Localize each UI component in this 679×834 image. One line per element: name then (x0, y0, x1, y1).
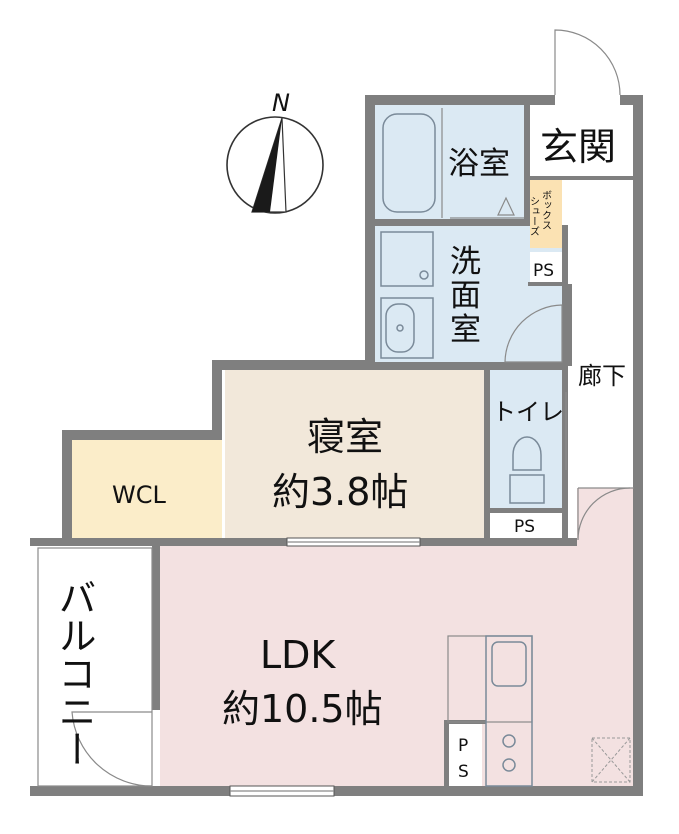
bedroom-size: 約3.8帖 (272, 470, 408, 514)
wall-ps-top-bottom (528, 282, 568, 286)
balcony-label: バルコニー (52, 578, 96, 768)
hallway-label: 廊下 (578, 362, 626, 390)
washroom-floor (375, 225, 565, 365)
wall-bottom-right (334, 786, 643, 796)
washroom-label-1: 洗 (450, 244, 481, 280)
bedroom-name: 寝室 (307, 415, 383, 459)
entrance-door (554, 29, 621, 96)
vanity-drain (396, 324, 404, 332)
washer-pan (380, 231, 434, 287)
vanity-basin (385, 303, 415, 353)
bath-door-mark (497, 196, 515, 216)
wcl-label: WCL (112, 481, 166, 509)
stove-burner-1 (502, 734, 516, 748)
window-bedroom (286, 537, 421, 547)
wall-bedroom-left (212, 360, 222, 440)
ps-top-floor (530, 252, 562, 284)
kitchen-sink (491, 641, 527, 687)
wall-top-right (620, 95, 643, 105)
ps-kitchen-label-2: S (458, 762, 469, 782)
wall-bottom (30, 786, 230, 796)
toilet-label: トイレ (492, 398, 564, 426)
washer-drain (419, 270, 429, 280)
toilet-bowl (512, 436, 542, 471)
wall-toilet-left (484, 368, 490, 538)
ps-top-label: PS (533, 261, 554, 281)
washroom-door (504, 304, 563, 363)
stove-burner-2 (502, 758, 516, 772)
ps-kitchen-label-1: P (458, 736, 468, 756)
compass: N (226, 89, 324, 214)
compass-needle-south (252, 118, 282, 212)
wall-bath-bottom (375, 219, 530, 226)
toilet-tank (509, 474, 545, 504)
compass-north-label: N (272, 89, 290, 117)
balcony-door (71, 711, 153, 787)
washroom-label-2: 面 (450, 278, 481, 314)
wall-toilet-bottom (487, 508, 565, 513)
wall-bedroom-top (212, 360, 375, 370)
hallway-floor-lower (577, 488, 634, 540)
wall-bath-right (524, 105, 530, 225)
wcl-floor (72, 440, 222, 538)
ps-kitchen-floor (448, 724, 482, 786)
wall-balcony-divider (152, 545, 160, 710)
washroom-label-3: 室 (450, 312, 481, 348)
fridge-space (591, 737, 631, 783)
wall-right-outer (633, 98, 643, 796)
window-ldk (229, 785, 335, 797)
wall-hall-right-upper (568, 284, 572, 366)
wall-left-upper (365, 95, 375, 370)
wall-entry-bottom (527, 176, 633, 180)
bathtub (382, 113, 436, 213)
ps-mid-floor (490, 512, 562, 538)
shoe-box-floor (530, 180, 562, 248)
wall-kitchen-ps-left (444, 722, 449, 788)
ldk-size: 約10.5帖 (222, 687, 383, 731)
vanity-counter (380, 297, 434, 359)
balcony-outline (37, 547, 153, 787)
ps-mid-label: PS (514, 517, 535, 537)
wall-wcl-top (62, 430, 222, 440)
shoe-box-label-2: ボックス (540, 190, 552, 230)
wall-washroom-right (562, 225, 568, 370)
bedroom-floor (225, 368, 487, 538)
wall-ldk-top (30, 538, 287, 546)
walls (30, 95, 643, 796)
balcony-floor (40, 540, 152, 785)
shoe-box-label-1: シューズ (528, 196, 540, 236)
wall-toilet-right (562, 370, 568, 540)
wall-washroom-bottom (375, 362, 567, 370)
ldk-name: LDK (260, 633, 336, 677)
toilet-floor (490, 370, 562, 510)
wall-ldk-top-right (420, 538, 577, 546)
wall-wcl-left (62, 430, 72, 540)
kitchen-sink-area (485, 635, 533, 787)
ldk-floor (160, 540, 634, 786)
bath-label: 浴室 (448, 146, 510, 182)
wall-top (365, 95, 555, 105)
bath-floor (375, 105, 527, 219)
entrance-label: 玄関 (540, 125, 616, 169)
hallway-door (577, 487, 631, 541)
